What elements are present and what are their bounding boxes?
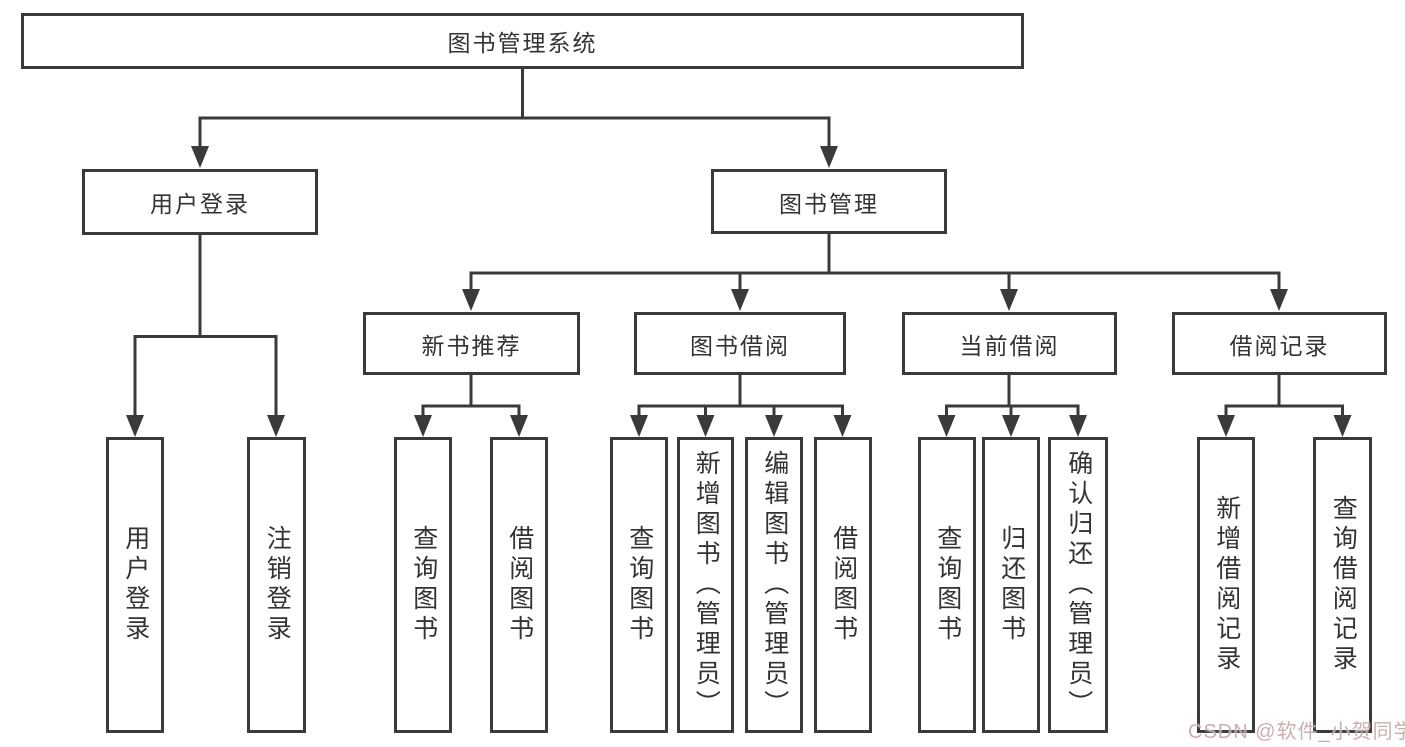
node-book-management: 图书管理 — [711, 169, 947, 234]
node-recommend-borrow-books: 借阅图书 — [490, 437, 548, 733]
arrow-down-icon — [937, 415, 956, 437]
node-user-login: 用户登录 — [82, 169, 318, 235]
node-borrowing-borrow-books: 借阅图书 — [814, 437, 872, 733]
node-borrowing-edit-books-admin: 编辑图书（管理员） — [745, 437, 803, 733]
arrow-down-icon — [191, 146, 209, 168]
arrow-down-icon — [1270, 289, 1288, 311]
arrow-down-icon — [1002, 415, 1020, 437]
node-borrowing-query-books: 查询图书 — [610, 437, 668, 733]
node-current-confirm-return-admin: 确认归还（管理员） — [1048, 437, 1108, 733]
arrow-down-icon — [1069, 415, 1087, 437]
arrow-down-icon — [462, 289, 480, 311]
arrow-down-icon — [1000, 289, 1018, 311]
arrow-down-icon — [630, 415, 648, 437]
arrow-down-icon — [510, 415, 528, 437]
arrow-down-icon — [1217, 415, 1235, 437]
node-current-borrowing: 当前借阅 — [902, 312, 1117, 375]
arrow-down-icon — [414, 415, 432, 437]
node-root: 图书管理系统 — [21, 13, 1024, 69]
node-logout: 注销登录 — [247, 437, 306, 733]
node-borrowing-add-books-admin: 新增图书（管理员） — [677, 437, 734, 733]
arrow-down-icon — [696, 415, 715, 437]
node-recommend-query-books: 查询图书 — [394, 437, 452, 733]
edges-group — [126, 67, 1352, 437]
arrow-down-icon — [833, 415, 852, 437]
node-new-book-recommend: 新书推荐 — [363, 312, 580, 375]
csdn-watermark: CSDN @软件_小贺同学 — [1188, 721, 1405, 743]
arrow-down-icon — [1333, 415, 1352, 437]
node-book-borrowing: 图书借阅 — [634, 312, 846, 375]
node-current-return-books: 归还图书 — [982, 437, 1040, 733]
node-current-query-books: 查询图书 — [918, 437, 976, 733]
arrow-down-icon — [765, 415, 783, 437]
arrow-down-icon — [731, 289, 749, 311]
node-records-query-record: 查询借阅记录 — [1313, 437, 1372, 733]
node-user-login-leaf: 用户登录 — [106, 437, 164, 733]
arrow-down-icon — [820, 146, 838, 168]
arrow-down-icon — [267, 415, 285, 437]
node-records-add-record: 新增借阅记录 — [1197, 437, 1255, 733]
arrow-down-icon — [126, 415, 144, 437]
node-borrowing-records: 借阅记录 — [1172, 312, 1387, 375]
